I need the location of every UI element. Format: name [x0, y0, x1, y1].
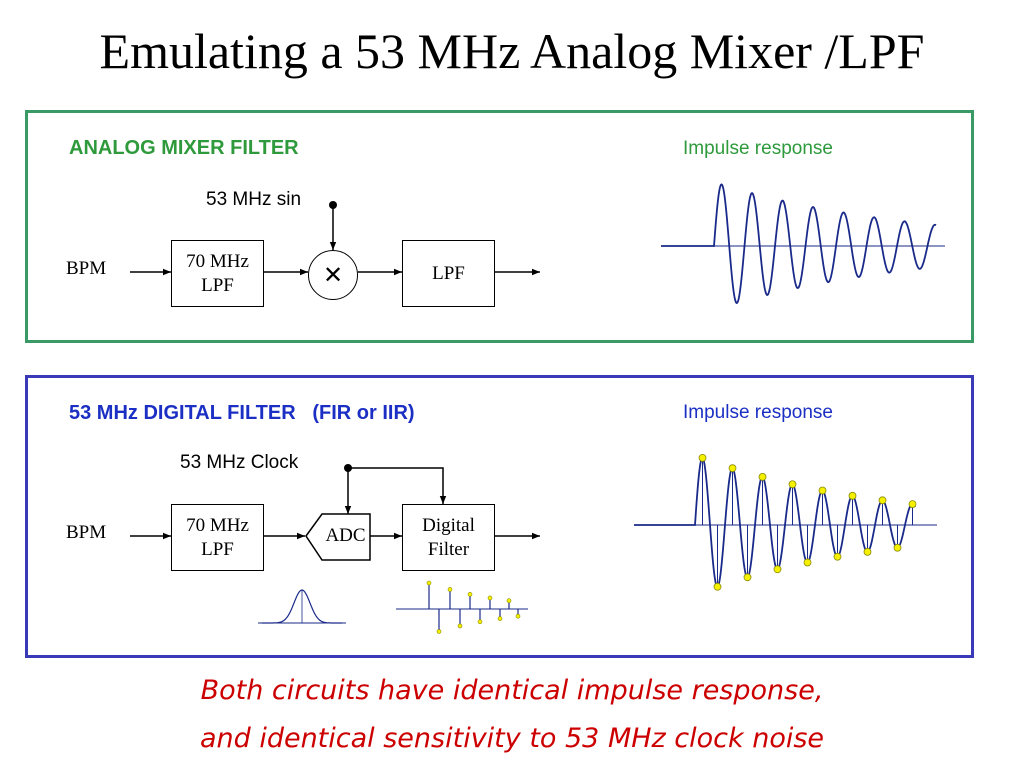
analog-panel-title: ANALOG MIXER FILTER [69, 137, 299, 159]
sampled-spike-point [506, 598, 512, 604]
digital-lpf70-line1: 70 MHz [186, 514, 249, 536]
mixer-block: ✕ [308, 250, 358, 300]
digital-bpm-input-label: BPM [66, 522, 107, 543]
analog-lpf70-line2: LPF [201, 274, 234, 296]
digital-filter-line1: Digital [422, 514, 475, 536]
digital-sample-point [833, 552, 842, 561]
footer-line-2: and identical sensitivity to 53 MHz cloc… [199, 723, 825, 754]
digital-sample-point [908, 500, 917, 508]
digital-sample-point [818, 486, 827, 495]
digital-impulse-response-label: Impulse response [683, 402, 833, 423]
adc-label: ADC [325, 525, 366, 546]
digital-70mhz-lpf-block: 70 MHz LPF [171, 504, 264, 571]
sampled-spikes-stems [426, 580, 521, 634]
analog-lpf-block: LPF [402, 240, 495, 307]
analog-impulse-waveform [661, 183, 937, 304]
sampled-spike-point [436, 629, 442, 634]
clock-line-to-filter [348, 467, 447, 504]
analog-lo-node-dot [329, 201, 337, 209]
digital-clock-label: 53 MHz Clock [180, 452, 299, 473]
sampled-spike-point [467, 592, 473, 597]
sampled-spike-point [487, 595, 493, 601]
analog-lo-label: 53 MHz sin [206, 189, 302, 210]
footer-line-1: Both circuits have identical impulse res… [200, 675, 824, 706]
digital-lpf70-line2: LPF [201, 538, 234, 560]
digital-sample-point [788, 480, 797, 489]
digital-panel-title: 53 MHz DIGITAL FILTER (FIR or IIR) [69, 402, 415, 424]
digital-sample-point [713, 582, 722, 591]
analog-lpf-label: LPF [432, 262, 465, 284]
sampled-spike-point [477, 619, 483, 625]
mixer-multiply-icon: ✕ [322, 261, 344, 289]
digital-sample-point [743, 573, 752, 582]
adc-block-shape [305, 513, 371, 561]
digital-filter-line2: Filter [427, 538, 470, 560]
digital-sample-point [878, 496, 887, 505]
sampled-spike-point [457, 623, 463, 629]
digital-sample-point [728, 464, 737, 473]
sampled-spike-point [447, 587, 453, 592]
analog-impulse-response-label: Impulse response [683, 138, 833, 159]
digital-sample-point [758, 472, 767, 481]
digital-filter-block: Digital Filter [402, 504, 495, 571]
slide-title: Emulating a 53 MHz Analog Mixer /LPF [99, 23, 925, 79]
digital-sample-point [803, 558, 812, 567]
analog-bpm-input-label: BPM [66, 258, 107, 279]
sampled-spike-point [515, 613, 521, 619]
analog-70mhz-lpf-block: 70 MHz LPF [171, 240, 264, 307]
digital-sample-point [848, 491, 857, 500]
digital-sample-point [893, 543, 902, 552]
digital-sample-point [773, 565, 782, 574]
digital-sample-point [698, 453, 707, 462]
sampled-spike-point [497, 616, 503, 621]
digital-impulse-samples [698, 453, 917, 591]
analog-lpf70-line1: 70 MHz [186, 250, 249, 272]
digital-sample-point [863, 547, 872, 556]
sampled-spike-point [426, 580, 432, 586]
